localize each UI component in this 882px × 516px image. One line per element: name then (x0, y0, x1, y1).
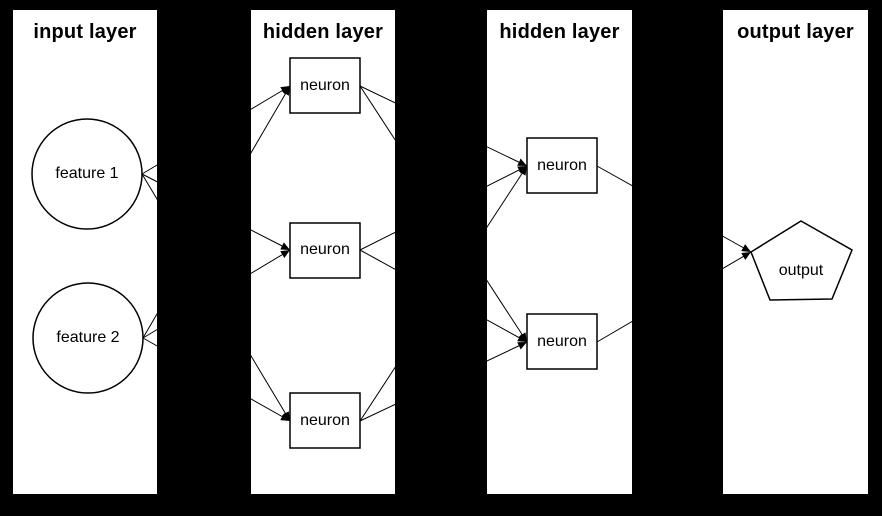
hidden2-neuron1-label: neuron (537, 157, 587, 174)
hidden1-neuron2-label: neuron (300, 241, 350, 258)
panel-output-layer: output layer (723, 10, 868, 494)
panel-input-layer: input layer (13, 10, 157, 494)
panel-hidden-layer-2: hidden layer (487, 10, 632, 494)
feature-1-label: feature 1 (55, 165, 119, 182)
panel-title-input-layer: input layer (33, 21, 137, 43)
hidden2-neuron2-label: neuron (537, 333, 587, 350)
panel-title-hidden-layer-1: hidden layer (262, 21, 384, 43)
hidden1-neuron1-label: neuron (300, 77, 350, 94)
panel-title-output-layer: output layer (737, 21, 854, 43)
feature-2-label: feature 2 (56, 329, 120, 346)
hidden1-neuron3-label: neuron (300, 412, 350, 429)
panel-title-hidden-layer-2: hidden layer (499, 21, 620, 43)
output-label: output (778, 262, 824, 279)
